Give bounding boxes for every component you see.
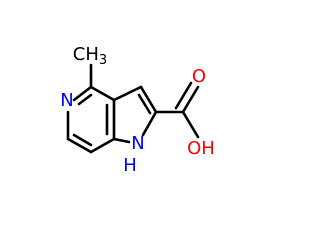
hydroxyl-label: OH — [187, 138, 215, 159]
bond-c7a-c7 — [89, 137, 116, 154]
bond-c4-c3a — [89, 85, 116, 102]
bond-n5-c4-double — [77, 93, 93, 106]
methyl-main-label: CH — [73, 44, 99, 65]
bond-n1-c7a — [112, 137, 131, 144]
molecule-structure: CH3 N N H O OH — [60, 44, 215, 176]
bond-c3-c2-double — [137, 93, 152, 115]
carbonyl-oxygen-label: O — [192, 66, 206, 87]
methyl-label: CH3 — [73, 44, 107, 68]
pyridine-nitrogen-label: N — [60, 90, 73, 111]
bond-c3a-c3 — [112, 85, 143, 102]
bond-lines — [66, 63, 200, 154]
bond-n5-c4 — [72, 85, 93, 102]
pyrrole-nitrogen-label: N — [131, 133, 144, 154]
atom-labels: CH3 N N H O OH — [60, 44, 215, 176]
bond-carboxyl-o-double-1 — [181, 85, 200, 114]
methyl-subscript: 3 — [99, 53, 107, 68]
bond-c2-n1 — [141, 110, 158, 137]
bond-c3-c2 — [139, 85, 158, 114]
bond-carboxyl-o-double-2 — [174, 81, 193, 110]
bond-c7-c6-double — [72, 133, 93, 147]
pyrrole-hydrogen-label: H — [123, 155, 137, 176]
bond-c7-c6 — [66, 137, 93, 154]
bond-carboxyl-oh — [181, 110, 200, 139]
molecule-canvas: CH3 N N H O OH — [60, 44, 215, 176]
